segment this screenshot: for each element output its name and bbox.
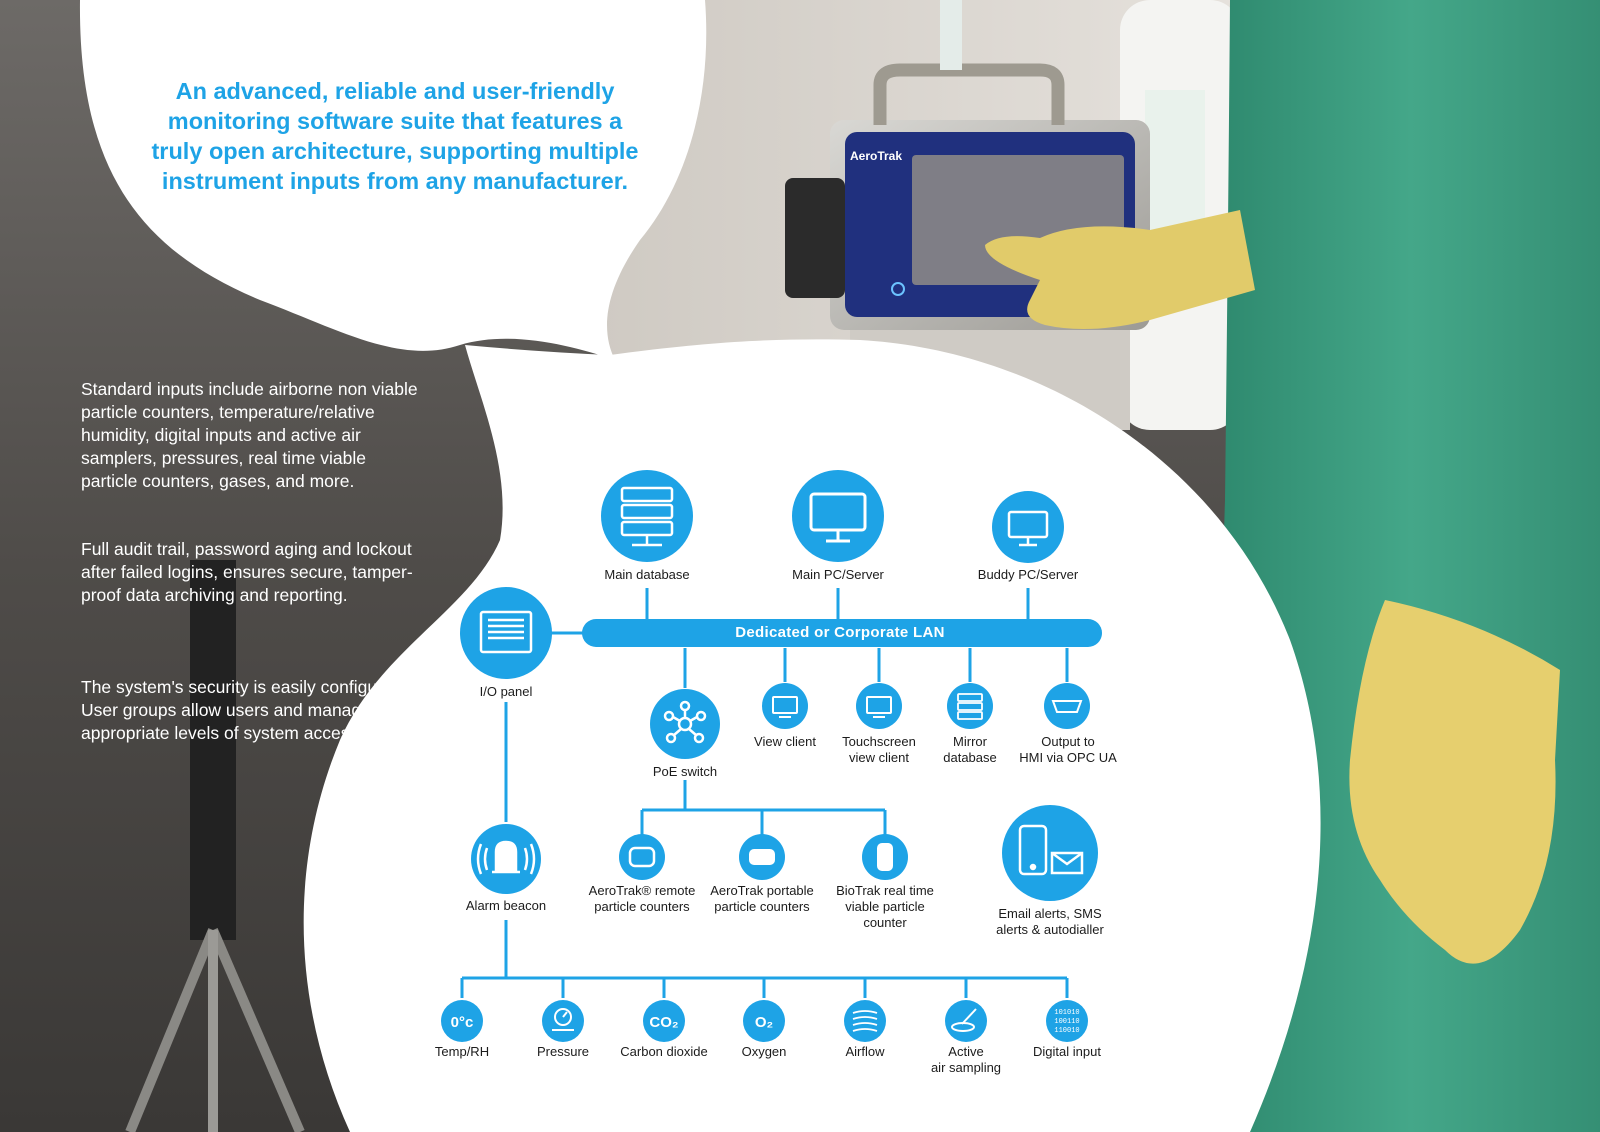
temperature-icon: 0°c <box>451 1014 474 1031</box>
buddy-pc-label: Buddy PC/Server <box>977 567 1079 582</box>
sensor-label-pressure: Pressure <box>536 1044 590 1059</box>
touchscreen-client-label: Touchscreen view client <box>842 734 916 765</box>
o2-icon: O₂ <box>755 1014 773 1031</box>
touchscreen-view-client-node <box>856 683 902 729</box>
main-database-node <box>601 470 693 562</box>
alarm-beacon-label: Alarm beacon <box>465 898 547 913</box>
monitor-icon <box>772 696 798 718</box>
co2-icon: CO₂ <box>649 1014 678 1031</box>
monitor-icon <box>809 492 867 543</box>
io-panel-node <box>460 587 552 679</box>
connector-icon <box>1051 700 1083 713</box>
buddy-pc-server-node <box>992 491 1064 563</box>
remote-counters-label: AeroTrak® remote particle counters <box>588 883 696 914</box>
network-hub-icon <box>663 700 707 744</box>
alarm-beacon-icon <box>476 840 536 875</box>
pressure-gauge-icon <box>552 1008 574 1031</box>
io-panel-label: I/O panel <box>479 684 533 699</box>
biotrak-node <box>862 834 908 880</box>
monitor-icon <box>866 696 892 718</box>
monitor-icon <box>1007 510 1049 547</box>
lan-bar <box>582 619 1102 647</box>
portable-counter-icon <box>749 849 775 865</box>
aerotrak-portable-counters-node <box>739 834 785 880</box>
alarm-beacon-node <box>471 824 541 894</box>
alerts-label: Email alerts, SMS alerts & autodialler <box>996 906 1104 937</box>
view-client-node <box>762 683 808 729</box>
sensor-pressure <box>542 1000 584 1042</box>
server-icon <box>957 693 983 720</box>
air-sampler-icon <box>951 1008 977 1032</box>
remote-counter-icon <box>628 846 656 868</box>
mirror-database-node <box>947 683 993 729</box>
poe-switch-node <box>650 689 720 759</box>
lan-label: Dedicated or Corporate LAN <box>735 624 945 641</box>
aerotrak-remote-counters-node <box>619 834 665 880</box>
sensor-oxygen: O₂ <box>743 1000 785 1042</box>
portable-counters-label: AeroTrak portable particle counters <box>710 883 814 914</box>
opc-output-label: Output to HMI via OPC UA <box>1019 734 1117 765</box>
paragraph-standard-inputs: Standard inputs include airborne non via… <box>81 379 418 491</box>
sensor-label-airflow: Airflow <box>845 1044 885 1059</box>
airflow-icon <box>852 1010 878 1032</box>
phone-envelope-icon <box>1018 824 1084 876</box>
server-icon <box>620 486 674 547</box>
sensor-label-active-air: Active air sampling <box>930 1044 1002 1075</box>
main-pc-label: Main PC/Server <box>792 567 884 582</box>
paragraph-audit-trail: Full audit trail, password aging and loc… <box>81 539 413 605</box>
sensor-active-air-sampling <box>945 1000 987 1042</box>
device-brand-text: AeroTrak <box>850 149 902 163</box>
sensor-label-oxygen: Oxygen <box>741 1044 787 1059</box>
sensor-airflow <box>844 1000 886 1042</box>
main-pc-server-node <box>792 470 884 562</box>
biotrak-icon <box>877 843 893 871</box>
mirror-database-label: Mirror database <box>943 734 997 765</box>
sensor-temp-rh: 0°c <box>441 1000 483 1042</box>
sensor-label-digital-input: Digital input <box>1033 1044 1101 1059</box>
sensor-label-temp-rh: Temp/RH <box>434 1044 490 1059</box>
connector-lines <box>460 588 1069 998</box>
main-database-label: Main database <box>604 567 690 582</box>
headline: An advanced, reliable and user-friendly … <box>151 78 639 194</box>
sensor-label-co2: Carbon dioxide <box>620 1044 708 1059</box>
opc-output-node <box>1044 683 1090 729</box>
view-client-label: View client <box>754 734 816 749</box>
poe-switch-label: PoE switch <box>652 764 718 779</box>
panel-icon <box>479 610 533 654</box>
sensor-co2: CO₂ <box>643 1000 685 1042</box>
paragraph-security: The system's security is easily configur… <box>81 677 421 743</box>
biotrak-label: BioTrak real time viable particle counte… <box>836 883 934 930</box>
alerts-node <box>1002 805 1098 901</box>
